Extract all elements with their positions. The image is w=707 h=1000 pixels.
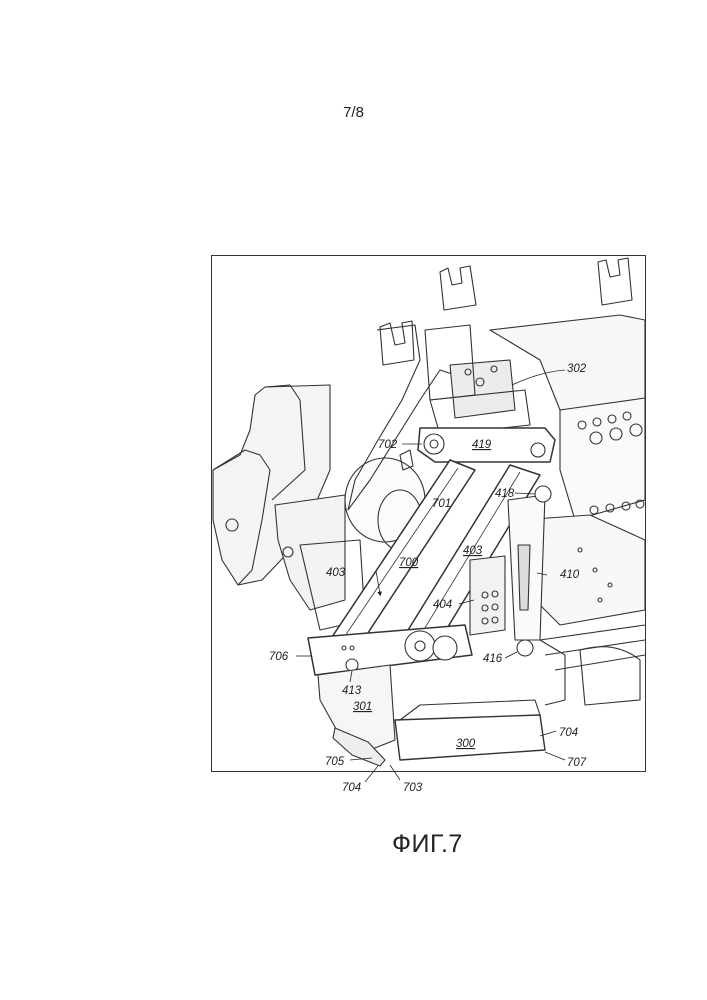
label-413: 413 [342, 685, 362, 697]
machine-linework [213, 258, 645, 766]
label-705: 705 [325, 756, 345, 768]
lifting-lug [598, 258, 632, 305]
roller [433, 636, 457, 660]
label-704-bottom: 704 [342, 782, 361, 794]
figure-caption: ФИГ.7 [392, 830, 463, 859]
support-plate-base [275, 495, 345, 610]
gripper-head [450, 360, 515, 418]
label-418: 418 [495, 488, 515, 500]
label-703: 703 [403, 782, 423, 794]
label-403-right: 403 [463, 545, 483, 557]
pivot-419-right [531, 443, 545, 457]
label-701: 701 [432, 498, 451, 510]
label-301: 301 [353, 701, 372, 713]
label-403-left: 403 [326, 567, 346, 579]
label-302: 302 [567, 363, 587, 375]
label-702: 702 [378, 439, 398, 451]
label-704-right: 704 [559, 727, 578, 739]
label-707: 707 [567, 757, 587, 769]
deck-rail-end [580, 647, 640, 705]
foot-bracket [540, 640, 565, 705]
pivot-418 [535, 486, 551, 502]
label-410: 410 [560, 569, 580, 581]
label-300: 300 [456, 738, 476, 750]
roller [405, 631, 435, 661]
label-700: 700 [399, 557, 419, 569]
pivot-702 [424, 434, 444, 454]
cylinder-rod [518, 545, 530, 610]
label-706: 706 [269, 651, 289, 663]
label-419: 419 [472, 439, 492, 451]
lifting-lug [440, 266, 476, 310]
label-404: 404 [433, 599, 452, 611]
label-416: 416 [483, 653, 503, 665]
pivot-416 [517, 640, 533, 656]
right-housing-front [560, 398, 645, 520]
